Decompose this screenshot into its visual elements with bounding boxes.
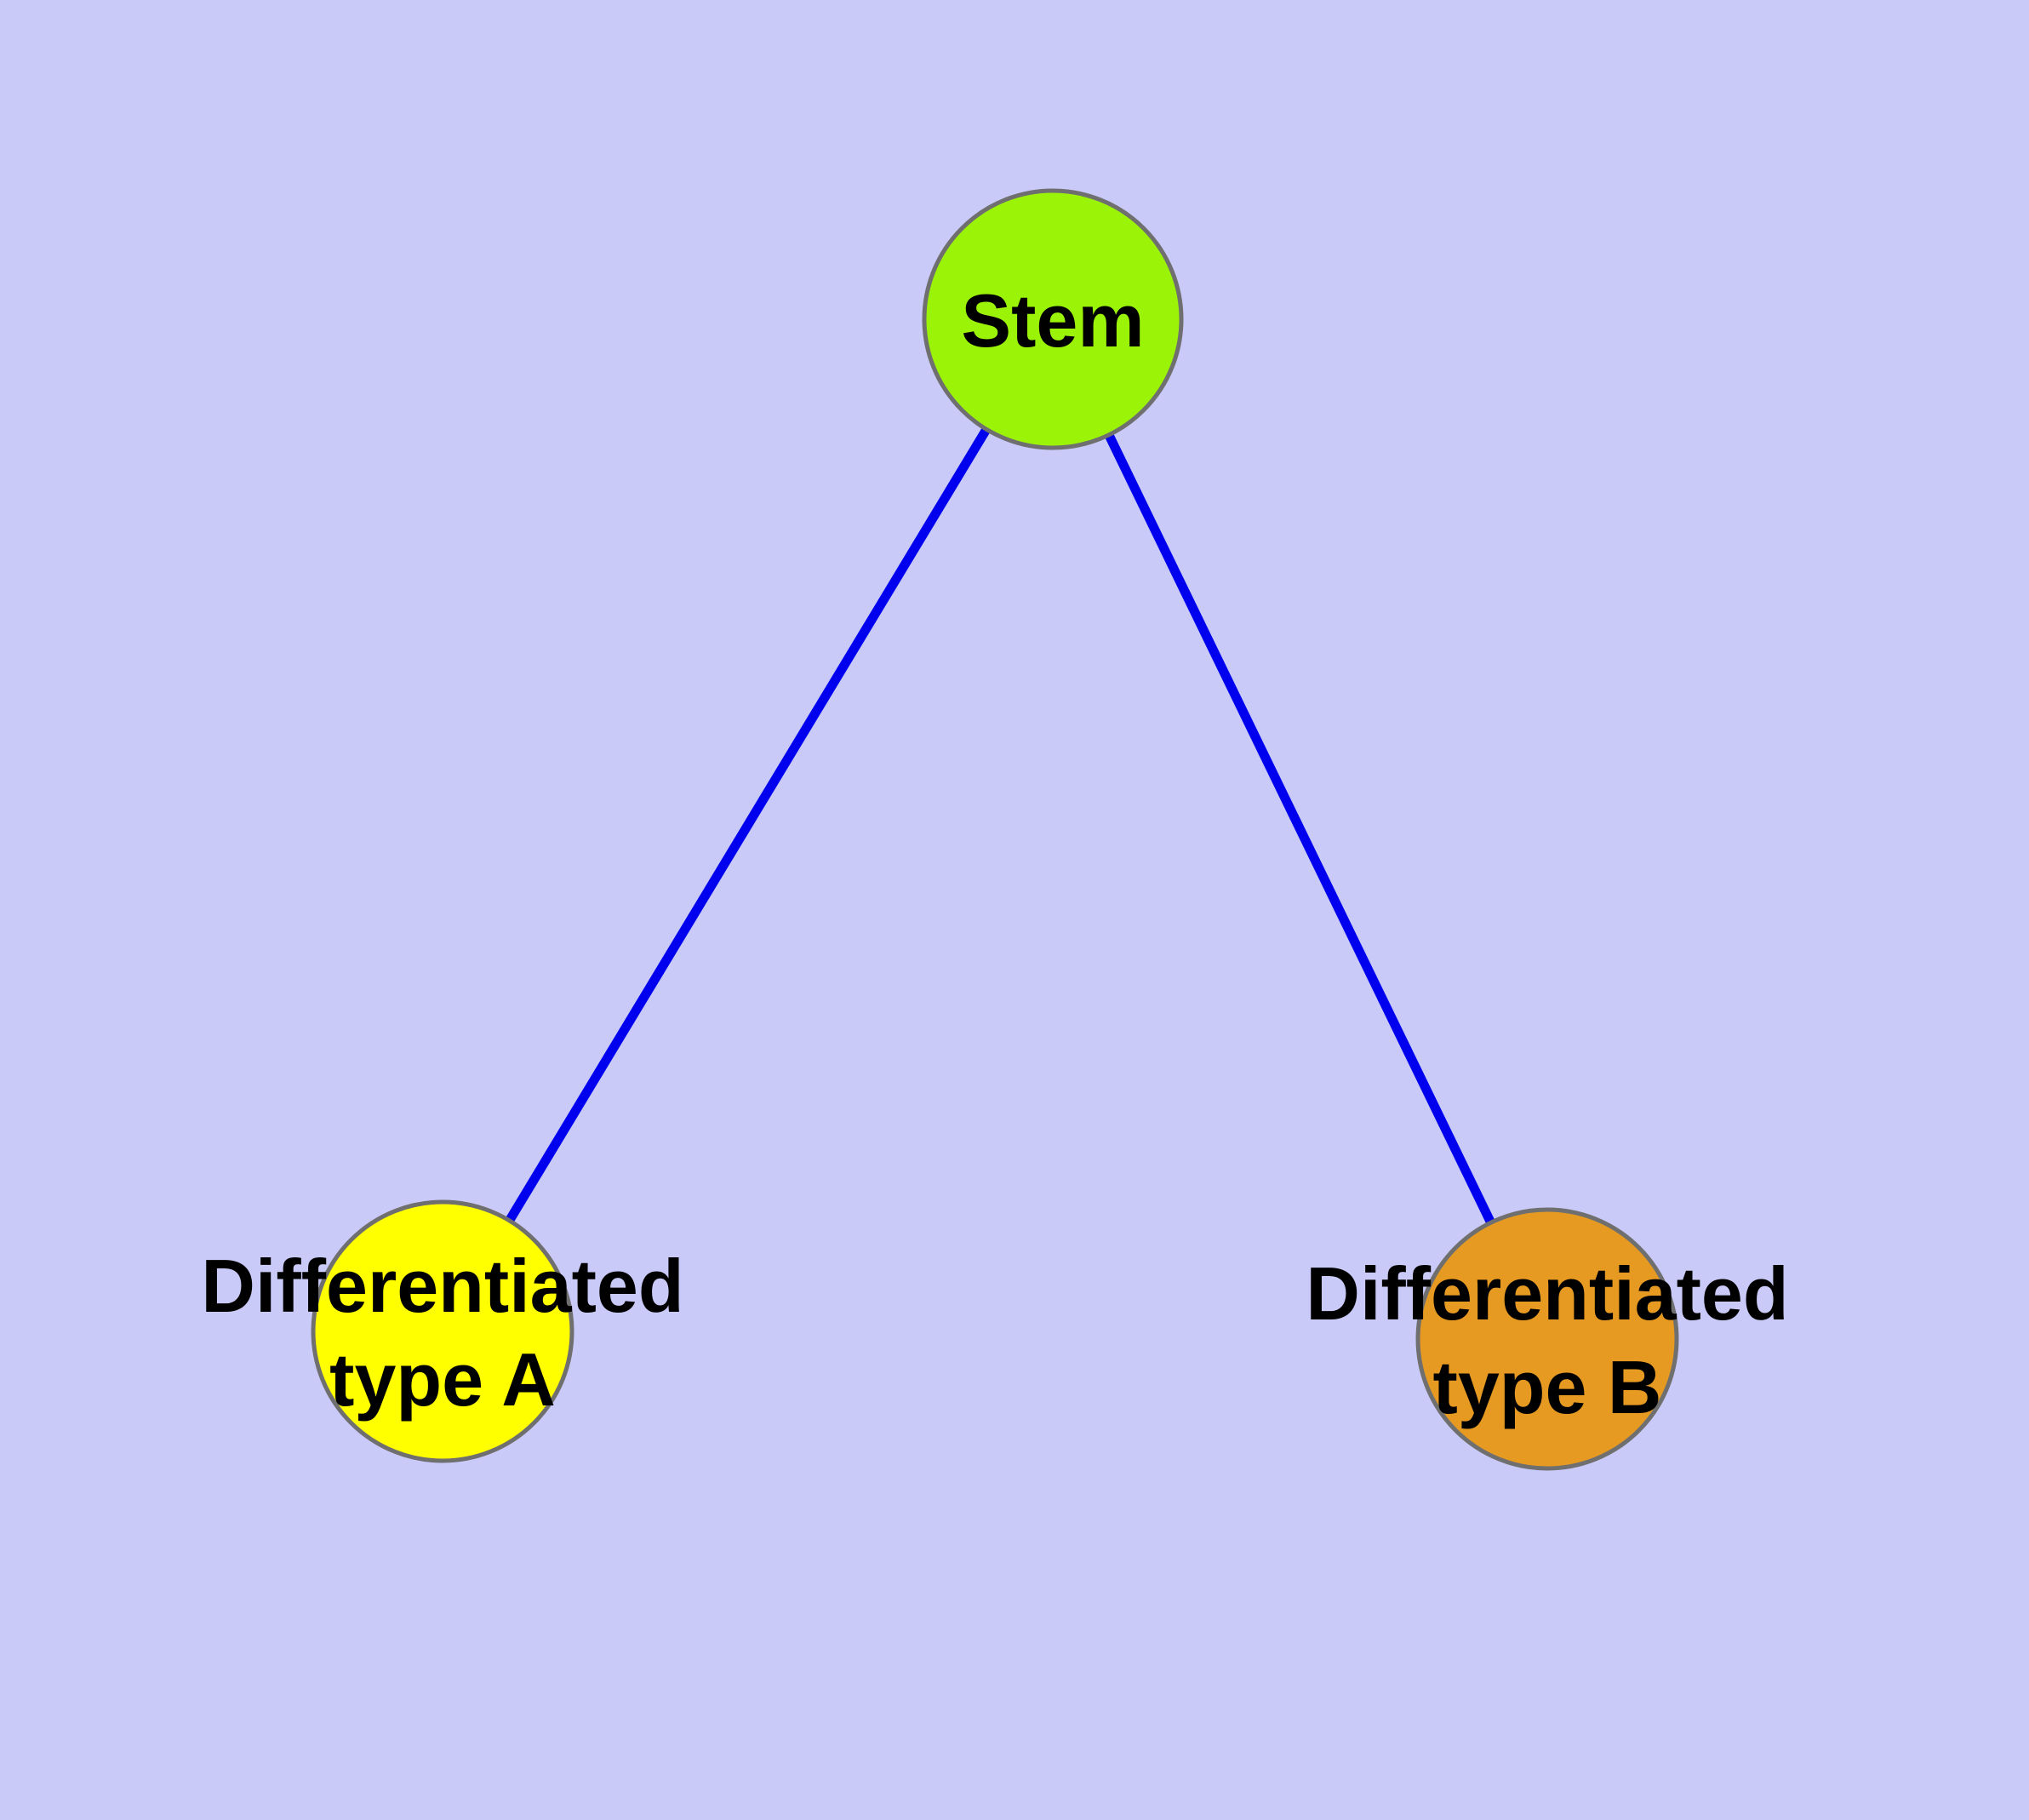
node-type-a-label-line1: Differentiated	[201, 1244, 683, 1328]
edge-stem-to-type-b	[1049, 317, 1552, 1342]
node-type-b-circle	[1415, 1207, 1679, 1471]
node-type-a-label-line2: type A	[329, 1337, 556, 1422]
node-type-a-circle	[311, 1199, 574, 1463]
node-type-b-label-line1: Differentiated	[1306, 1251, 1788, 1336]
node-stem-circle	[922, 188, 1184, 450]
node-type-b-label-line2: type B	[1433, 1345, 1662, 1429]
node-stem-label: Stem	[961, 278, 1144, 363]
edge-stem-to-type-a	[438, 317, 1057, 1334]
